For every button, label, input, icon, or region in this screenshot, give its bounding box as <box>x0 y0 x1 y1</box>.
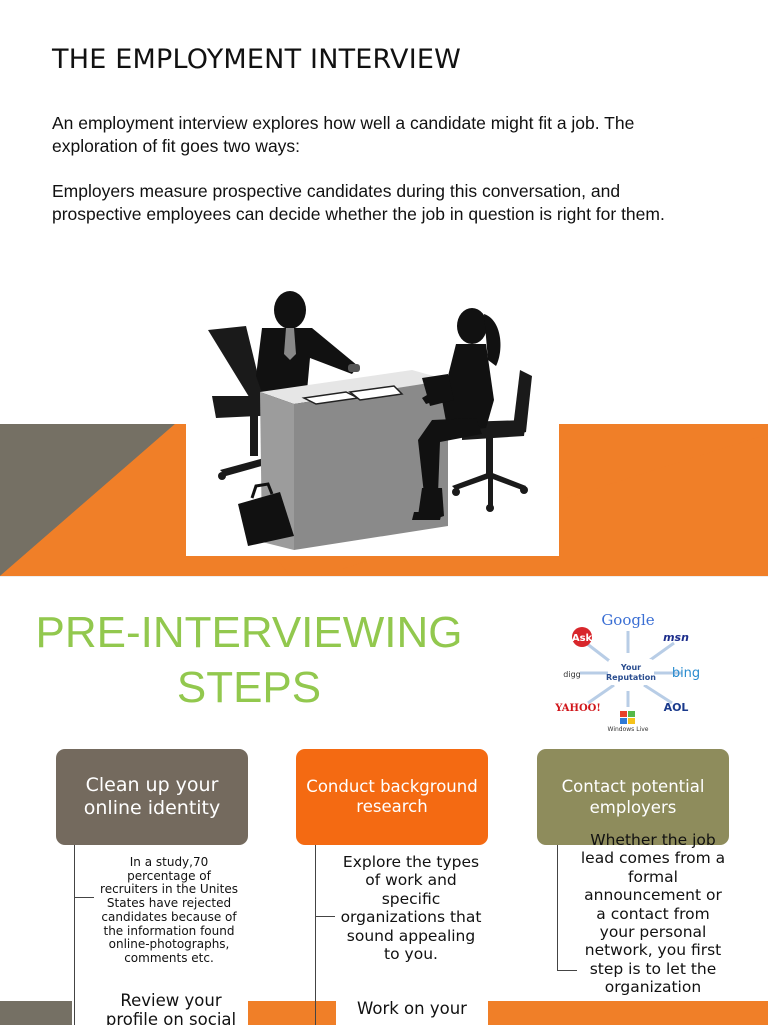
bottom-band-dark <box>0 1001 72 1025</box>
connector-branch-3 <box>557 970 577 971</box>
connector-line-1 <box>74 845 75 1025</box>
step-box-online-identity: Clean up your online identity <box>56 749 248 845</box>
slide-pre-interviewing-steps: PRE-INTERVIEWING STEPS Your Reputation G… <box>0 576 768 1025</box>
center-label-line1: Your <box>620 663 641 672</box>
title-line-2: STEPS <box>176 663 322 712</box>
bing-logo-icon: bing <box>672 666 700 681</box>
step-description-2: Explore the types of work and specific o… <box>340 853 482 964</box>
windows-live-logo-icon: Windows Live <box>608 711 649 733</box>
briefcase-icon <box>238 482 294 546</box>
intro-paragraph: An employment interview explores how wel… <box>52 113 635 156</box>
slide-employment-interview: THE EMPLOYMENT INTERVIEW An employment i… <box>0 44 768 576</box>
connector-line-2 <box>315 845 316 1025</box>
connector-line-1-bottom <box>74 989 75 1025</box>
detail-paragraph: Employers measure prospective candidates… <box>52 181 665 224</box>
center-label-line2: Reputation <box>606 673 656 682</box>
woman-silhouette-icon <box>412 308 501 520</box>
google-logo-icon: Google <box>601 611 654 629</box>
step-description-3: Whether the job lead comes from a formal… <box>580 831 726 997</box>
bottom-orange-band <box>248 1001 768 1025</box>
msn-logo-icon: msn <box>663 631 689 644</box>
sub-step-review-profile: Review your profile on social <box>95 989 247 1025</box>
ask-logo-icon <box>572 627 592 647</box>
slide-title: THE EMPLOYMENT INTERVIEW <box>52 44 462 75</box>
connector-line-3 <box>557 845 558 971</box>
sub-step-work-on: Work on your <box>336 997 488 1025</box>
online-reputation-diagram: Your Reputation Google Ask msn digg bing… <box>552 607 712 733</box>
step-description-1: In a study,70 percentage of recruiters i… <box>100 855 238 965</box>
step-box-background-research: Conduct background research <box>296 749 488 845</box>
connector-line-2-bottom <box>315 989 316 1025</box>
title-line-1: PRE-INTERVIEWING <box>35 608 463 657</box>
interview-illustration <box>186 280 559 556</box>
aol-logo-icon: AOL <box>664 701 689 714</box>
svg-text:Ask: Ask <box>572 633 593 644</box>
digg-logo-icon: digg <box>563 670 580 679</box>
step-box-contact-employers: Contact potential employers <box>537 749 729 845</box>
connector-branch-2 <box>315 916 335 917</box>
yahoo-logo-icon: YAHOO! <box>554 703 601 714</box>
connector-branch-1 <box>74 897 94 898</box>
svg-text:Windows Live: Windows Live <box>608 726 649 731</box>
slide-title: PRE-INTERVIEWING STEPS <box>0 605 498 715</box>
